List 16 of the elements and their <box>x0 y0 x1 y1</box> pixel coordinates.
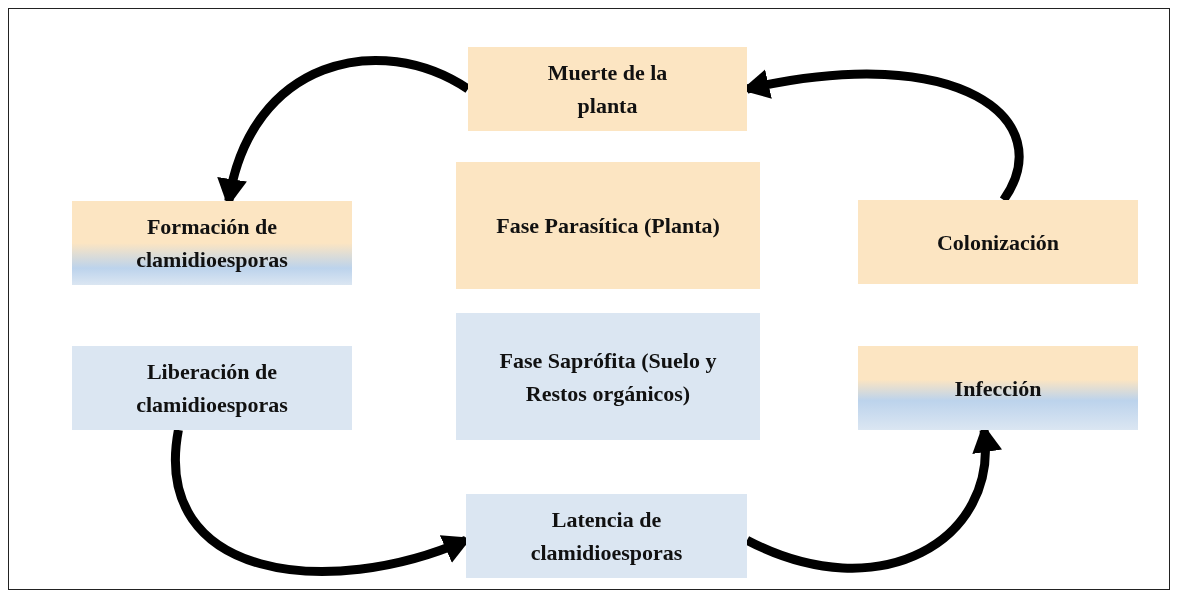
box-label: Latencia de clamidioesporas <box>529 506 684 567</box>
process-box <box>72 346 352 430</box>
process-box <box>456 162 760 289</box>
process-box <box>466 494 747 578</box>
process-box <box>456 313 760 440</box>
box-label: Fase Saprófita (Suelo y Restos orgánicos) <box>498 346 718 408</box>
box-label: Fase Parasítica (Planta) <box>496 212 720 240</box>
box-label: Colonización <box>936 228 1060 257</box>
process-box <box>468 47 747 131</box>
box-label: Muerte de la planta <box>546 59 669 120</box>
box-label: Formación de clamidioesporas <box>135 213 289 274</box>
box-label: Liberación de clamidioesporas <box>135 358 289 419</box>
process-box <box>858 200 1138 284</box>
process-box <box>72 201 352 285</box>
box-label: Infección <box>954 374 1042 403</box>
process-box <box>858 346 1138 430</box>
